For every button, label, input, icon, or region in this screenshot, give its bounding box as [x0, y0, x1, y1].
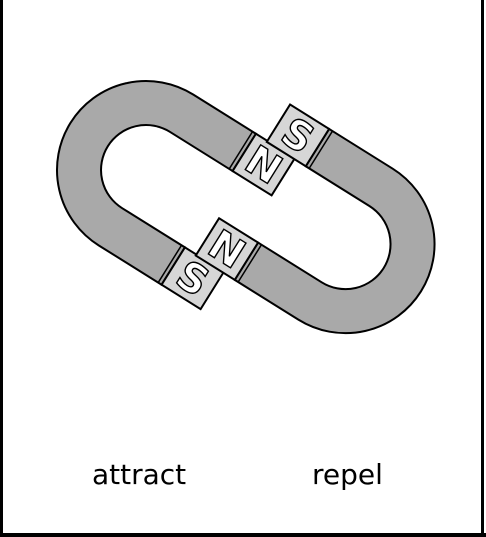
repel-caption: repel [312, 458, 383, 491]
attract-caption: attract [92, 458, 186, 491]
